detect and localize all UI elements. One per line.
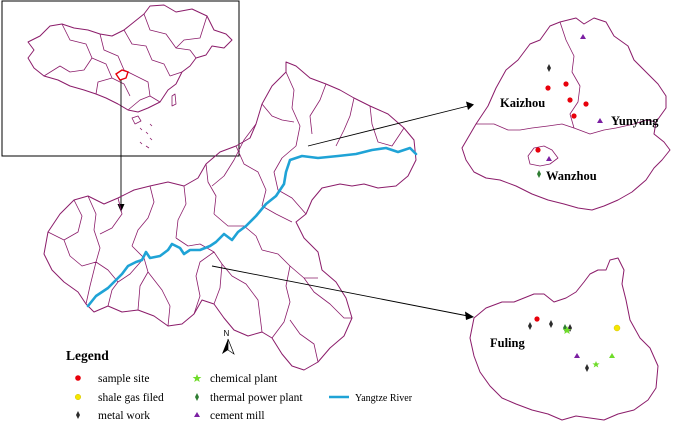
legend-item-cement-mill: cement mill <box>210 410 265 422</box>
fuling-zoom: Fuling <box>469 257 659 421</box>
thermal-power-icon <box>537 170 541 178</box>
north-arrow-label: N <box>224 329 230 338</box>
metal-work-icon <box>547 64 551 72</box>
legend-item-chemical-plant: chemical plant <box>210 373 278 385</box>
taiwan-island <box>171 93 177 107</box>
legend-shale-gas-icon <box>74 394 81 401</box>
kaizhou-yunyang-outline <box>461 17 671 211</box>
region-label-fuling: Fuling <box>490 336 525 350</box>
legend-item-thermal-power: thermal power plant <box>210 392 303 404</box>
south-sea-islands <box>139 123 153 149</box>
sample-site-icon-fuling <box>534 316 540 322</box>
legend-title: Legend <box>66 348 109 363</box>
county-boundaries <box>47 71 405 363</box>
hainan-island <box>131 115 142 125</box>
legend-thermal-power-icon <box>195 393 199 401</box>
region-label-wanzhou: Wanzhou <box>546 169 597 183</box>
northeast-zoom: Kaizhou Yunyang Wanzhou <box>461 17 671 211</box>
region-label-kaizhou: Kaizhou <box>500 96 545 110</box>
province-lines <box>43 13 208 111</box>
region-label-yunyang: Yunyang <box>611 114 659 128</box>
zoom-arrow-north <box>307 101 474 147</box>
chongqing-highlight <box>115 69 129 81</box>
county-line-kaizhou-wanzhou <box>476 123 575 131</box>
inset-arrow <box>117 80 125 212</box>
county-line-kaizhou-yunyang <box>559 21 657 135</box>
cement-mill-icon-fuling <box>574 353 615 358</box>
legend-sample-site-icon <box>75 375 81 381</box>
legend-cement-mill-icon <box>194 412 200 417</box>
north-arrow-icon: N <box>222 329 235 355</box>
shale-gas-icon <box>613 324 621 332</box>
yangtze-river <box>86 146 418 308</box>
wanzhou-urban-outline <box>527 145 559 167</box>
inset-frame <box>1 0 240 157</box>
fuling-outline <box>469 257 659 421</box>
chongqing-map <box>43 61 418 371</box>
china-outline <box>27 4 233 113</box>
legend-item-yangtze-river: Yangtze River <box>355 393 413 404</box>
legend-item-metal-work: metal work <box>98 410 150 422</box>
zoom-arrow-south <box>211 265 474 320</box>
legend: Legend sample site shale gas filed metal… <box>66 348 413 422</box>
chongqing-outline <box>43 61 417 371</box>
legend-chemical-plant-icon <box>192 374 202 382</box>
sample-site-icon <box>535 81 589 153</box>
legend-metal-work-icon <box>76 411 80 419</box>
cement-mill-icon <box>546 34 603 161</box>
china-inset <box>1 0 240 157</box>
metal-work-icon-fuling <box>528 320 589 372</box>
legend-item-shale-gas: shale gas filed <box>98 392 164 404</box>
chemical-plant-icon <box>562 326 600 368</box>
legend-item-sample-site: sample site <box>98 373 149 385</box>
